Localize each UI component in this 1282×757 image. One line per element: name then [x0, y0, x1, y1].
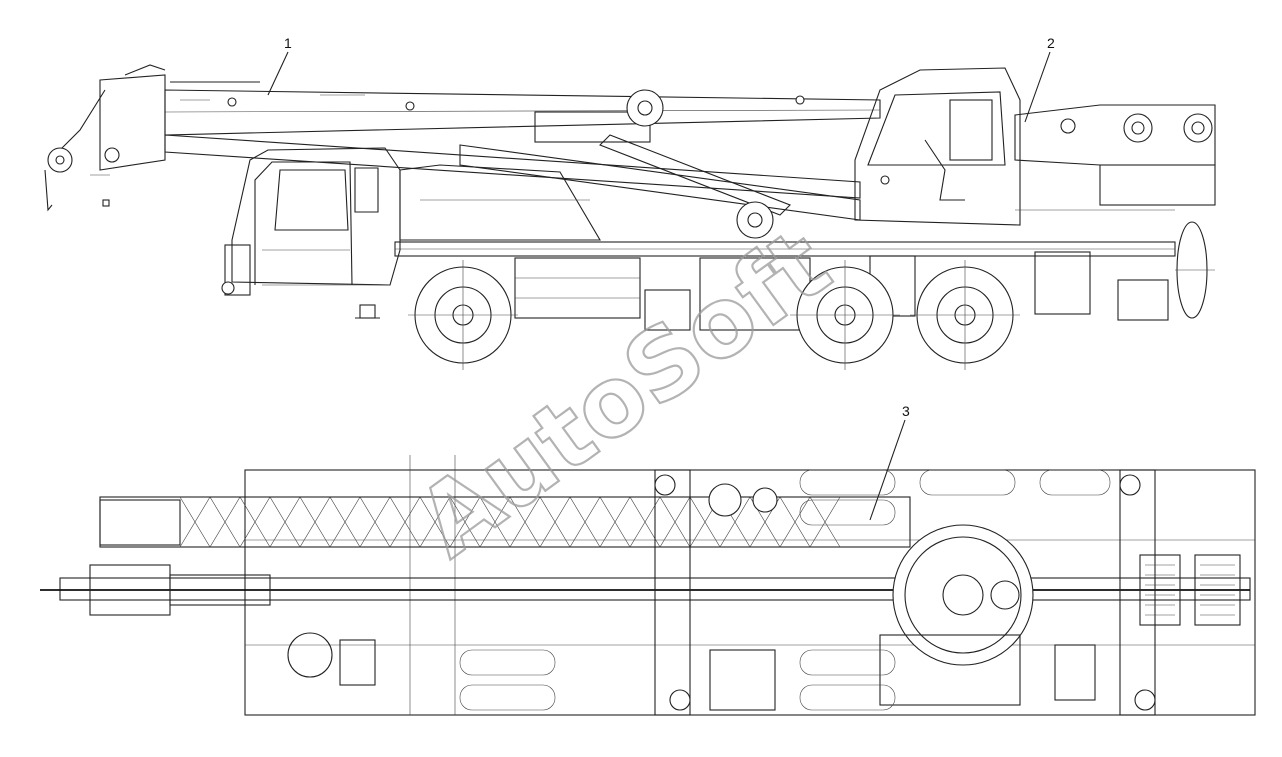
top-chassis [244, 469, 1256, 716]
operator-cabin [854, 67, 1021, 226]
valve-block [1054, 644, 1096, 701]
main-boom-top [40, 564, 1251, 616]
watermark: AutoSoft [398, 207, 850, 578]
fuel-tank [709, 649, 776, 711]
wheel-2 [790, 260, 900, 370]
chassis-frame [355, 241, 1176, 331]
callout-2: 2 [1024, 35, 1055, 123]
wheel-1 [408, 260, 518, 370]
callout-1-label: 1 [284, 35, 292, 51]
telescopic-boom [164, 81, 881, 199]
slewing-ring [892, 524, 1034, 666]
callout-3: 3 [869, 403, 910, 521]
callout-2-label: 2 [1047, 35, 1055, 51]
outriggers [654, 469, 1156, 716]
boom-head-hook [44, 64, 166, 212]
operator-cab-top [879, 634, 1021, 706]
wheel-3 [910, 260, 1020, 370]
truck-cab [221, 147, 401, 296]
winch-drums [1139, 554, 1241, 626]
callout-3-label: 3 [902, 403, 910, 419]
luffing-cylinder [599, 134, 791, 239]
callout-1: 1 [267, 35, 292, 96]
top-view [40, 455, 1256, 716]
superstructure [1014, 104, 1216, 211]
side-view [44, 64, 1216, 370]
